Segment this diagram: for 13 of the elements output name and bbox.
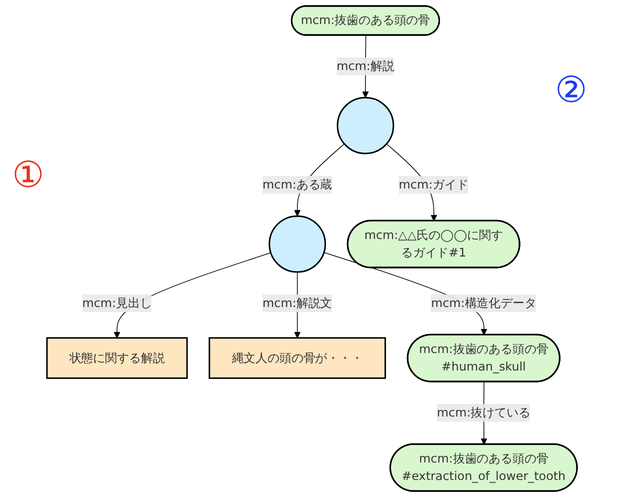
region-number: ②	[555, 70, 588, 111]
region-number: ①	[12, 155, 44, 196]
node-circle	[336, 96, 394, 154]
edge-label: mcm:解説	[336, 58, 394, 74]
edge-label: mcm:ガイド	[398, 177, 468, 192]
node-circle	[268, 215, 326, 273]
edge-label: mcm:解説文	[262, 296, 332, 310]
edge-label: mcm:抜けている	[436, 405, 530, 420]
edge-label: mcm:ある蔵	[262, 177, 332, 192]
node-box: 状態に関する解説	[46, 337, 188, 379]
node-box: 縄文人の頭の骨が・・・	[208, 337, 386, 379]
edge-label: mcm:見出し	[82, 296, 152, 310]
edge-label: mcm:構造化データ	[430, 296, 536, 310]
